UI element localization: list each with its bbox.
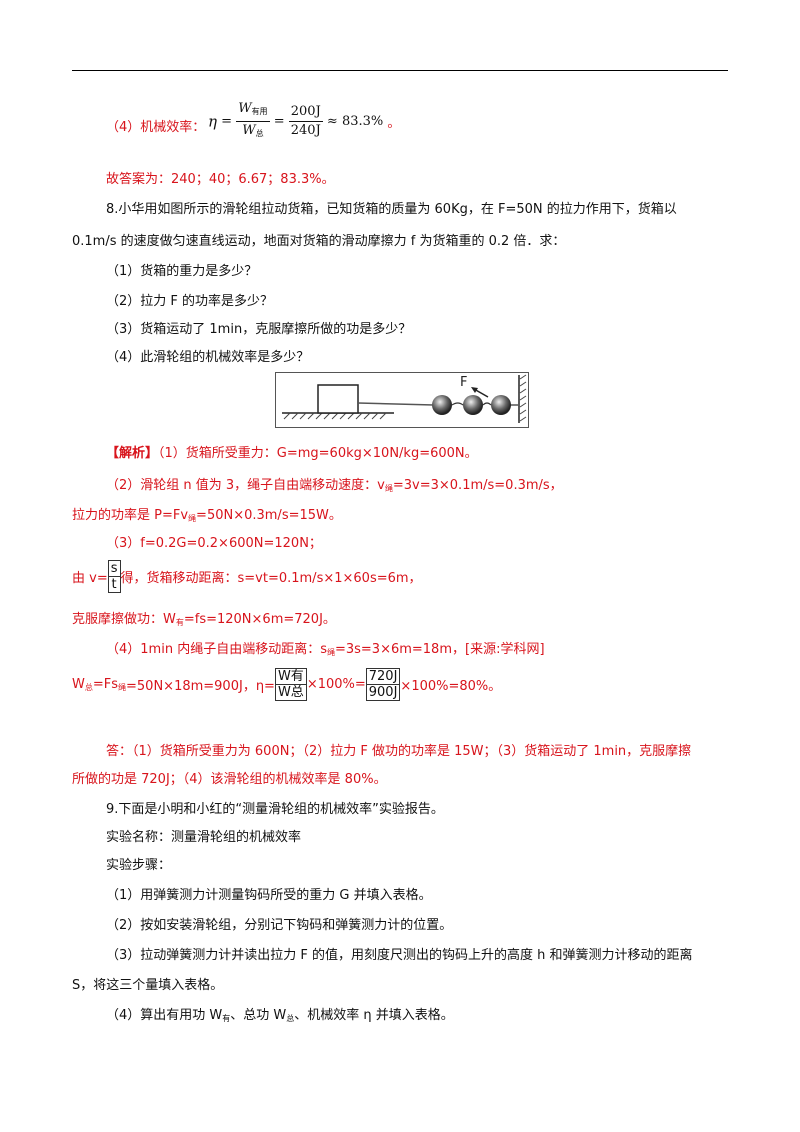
sol-s3b: =50N×0.3m/s=15W。 (196, 508, 342, 523)
sol-s7-sub: 绳 (326, 648, 335, 657)
q9-st4a: （4）算出有用功 W (106, 1008, 223, 1023)
pulley-3 (491, 395, 511, 415)
q8-part-3: （3）货箱运动了 1min，克服摩擦所做的功是多少？ (106, 322, 412, 337)
val-d: 900J (368, 685, 398, 700)
w-den-sub: 总 (255, 129, 264, 138)
solution-line-6: 克服摩擦做功：W有=fs=120N×6m=720J。 (72, 610, 336, 633)
q9-step-4: （4）算出有用功 W有、总功 W总、机械效率 η 并填入表格。 (106, 1006, 454, 1029)
solution-line-7: （4）1min 内绳子自由端移动距离：s绳=3s=3×6m=18m，[来源:学科… (106, 640, 545, 663)
q8-part-2: （2）拉力 F 的功率是多少？ (106, 294, 274, 309)
eta-fd: W总 (277, 685, 304, 700)
q9-steps: 实验步骤： (106, 858, 172, 873)
sol-s8e: ×100%=80%。 (400, 679, 502, 694)
answer-8-line-1: 答：（1）货箱所受重力为 600N；（2）拉力 F 做功的功率是 15W；（3）… (106, 744, 692, 759)
solution-line-2: （2）滑轮组 n 值为 3，绳子自由端移动速度：v绳=3v=3×0.1m/s=0… (106, 476, 563, 499)
answer-8-line-2: 所做的功是 720J；（4）该滑轮组的机械效率是 80%。 (72, 772, 387, 787)
sol-s8a: W (72, 677, 85, 692)
s-num: s (108, 561, 120, 577)
pulley-1 (432, 395, 452, 415)
pulley-figure: F (275, 372, 529, 428)
sol-s6-sub: 有 (175, 618, 184, 627)
w-num: W (238, 101, 252, 116)
q9-step-1: （1）用弹簧测力计测量钩码所受的重力 G 并填入表格。 (106, 888, 432, 903)
solution-line-3: 拉力的功率是 P=Fv绳=50N×0.3m/s=15W。 (72, 506, 342, 529)
q9-st4b: 、总功 W (230, 1008, 287, 1023)
q9-st4-sub1: 有 (222, 1014, 231, 1023)
w-den: W (242, 123, 256, 138)
q8-part-1: （1）货箱的重力是多少？ (106, 264, 258, 279)
solution-line-4: （3）f=0.2G=0.2×600N=120N； (106, 536, 322, 551)
equals: = (221, 114, 233, 129)
fraction-values: 200J 240J (288, 103, 323, 140)
header-rule (72, 70, 728, 71)
approx-value: ≈ 83.3% (326, 114, 384, 129)
force-label: F (460, 375, 467, 390)
solution-tag: 【解析】 (106, 446, 159, 461)
sol-s8d: ×100%= (306, 677, 366, 692)
sol-s3-sub: 绳 (188, 514, 197, 523)
q8-stem-2: 0.1m/s 的速度做匀速直线运动，地面对货箱的滑动摩擦力 f 为货箱重的 0.… (72, 234, 566, 249)
equals-2: = (273, 114, 285, 129)
sol-s7b: =3s=3×6m=18m，[来源:学科网] (334, 642, 545, 657)
sol-s8c: =50N×18m=900J，η= (126, 679, 275, 694)
eta-symbol: η (208, 112, 217, 131)
sol-s5b: 得，货箱移动距离：s=vt=0.1m/s×1×60s=6m， (120, 571, 422, 586)
fraction-w: W有用 W总 (236, 100, 270, 143)
sol-s7a: （4）1min 内绳子自由端移动距离：s (106, 642, 327, 657)
eta-fn: W有 (275, 669, 306, 685)
q9-st4-sub2: 总 (286, 1014, 295, 1023)
rope (357, 402, 435, 406)
wall-hatch (519, 374, 527, 422)
efficiency-label: （4）机械效率： (106, 120, 206, 135)
q8-stem-1: 8.小华用如图所示的滑轮组拉动货箱，已知货箱的质量为 60Kg，在 F=50N … (106, 202, 677, 217)
arrow-head (471, 387, 478, 393)
num-200j: 200J (288, 103, 323, 122)
sol-s2-sub: 绳 (384, 484, 393, 493)
q9-step-3a: （3）拉动弹簧测力计并读出拉力 F 的值，用刻度尺测出的钩码上升的高度 h 和弹… (106, 948, 693, 963)
sol-s2-rest: =3v=3×0.1m/s=0.3m/s， (392, 478, 563, 493)
q8-part-4: （4）此滑轮组的机械效率是多少？ (106, 350, 310, 365)
sol-s5a: 由 v= (72, 571, 108, 586)
period: 。 (387, 116, 401, 131)
q9-st4c: 、机械效率 η 并填入表格。 (294, 1008, 454, 1023)
solution-line-1: 【解析】（1）货箱所受重力：G=mg=60kg×10N/kg=600N。 (106, 444, 478, 464)
answer-line: 故答案为：240；40；6.67；83.3%。 (106, 172, 335, 187)
q9-step-3b: S，将这三个量填入表格。 (72, 978, 224, 993)
t-den: t (111, 577, 117, 592)
sol-s3a: 拉力的功率是 P=Fv (72, 508, 189, 523)
w-num-sub: 有用 (251, 107, 268, 116)
val-n: 720J (366, 669, 400, 685)
den-240j: 240J (290, 123, 321, 138)
ground-hatch (283, 412, 387, 420)
pulley-diagram: F (282, 374, 527, 423)
sol-s6b: =fs=120N×6m=720J。 (183, 612, 336, 627)
sol-s8-sub2: 绳 (118, 683, 127, 692)
sol-s1: （1）货箱所受重力：G=mg=60kg×10N/kg=600N。 (158, 446, 478, 461)
sol-s8-sub: 总 (84, 683, 93, 692)
efficiency-formula: η = W有用 W总 = 200J 240J ≈ 83.3% 。 (208, 100, 400, 143)
sol-s6a: 克服摩擦做功：W (72, 612, 176, 627)
sol-s2: （2）滑轮组 n 值为 3，绳子自由端移动速度：v (106, 478, 385, 493)
crate (317, 384, 359, 414)
q9-name: 实验名称：测量滑轮组的机械效率 (106, 830, 302, 845)
pulley-2 (463, 395, 483, 415)
q9-stem: 9.下面是小明和小红的“测量滑轮组的机械效率”实验报告。 (106, 802, 444, 817)
sol-s8b: =Fs (92, 677, 119, 692)
q9-step-2: （2）按如安装滑轮组，分别记下钩码和弹簧测力计的位置。 (106, 918, 453, 933)
